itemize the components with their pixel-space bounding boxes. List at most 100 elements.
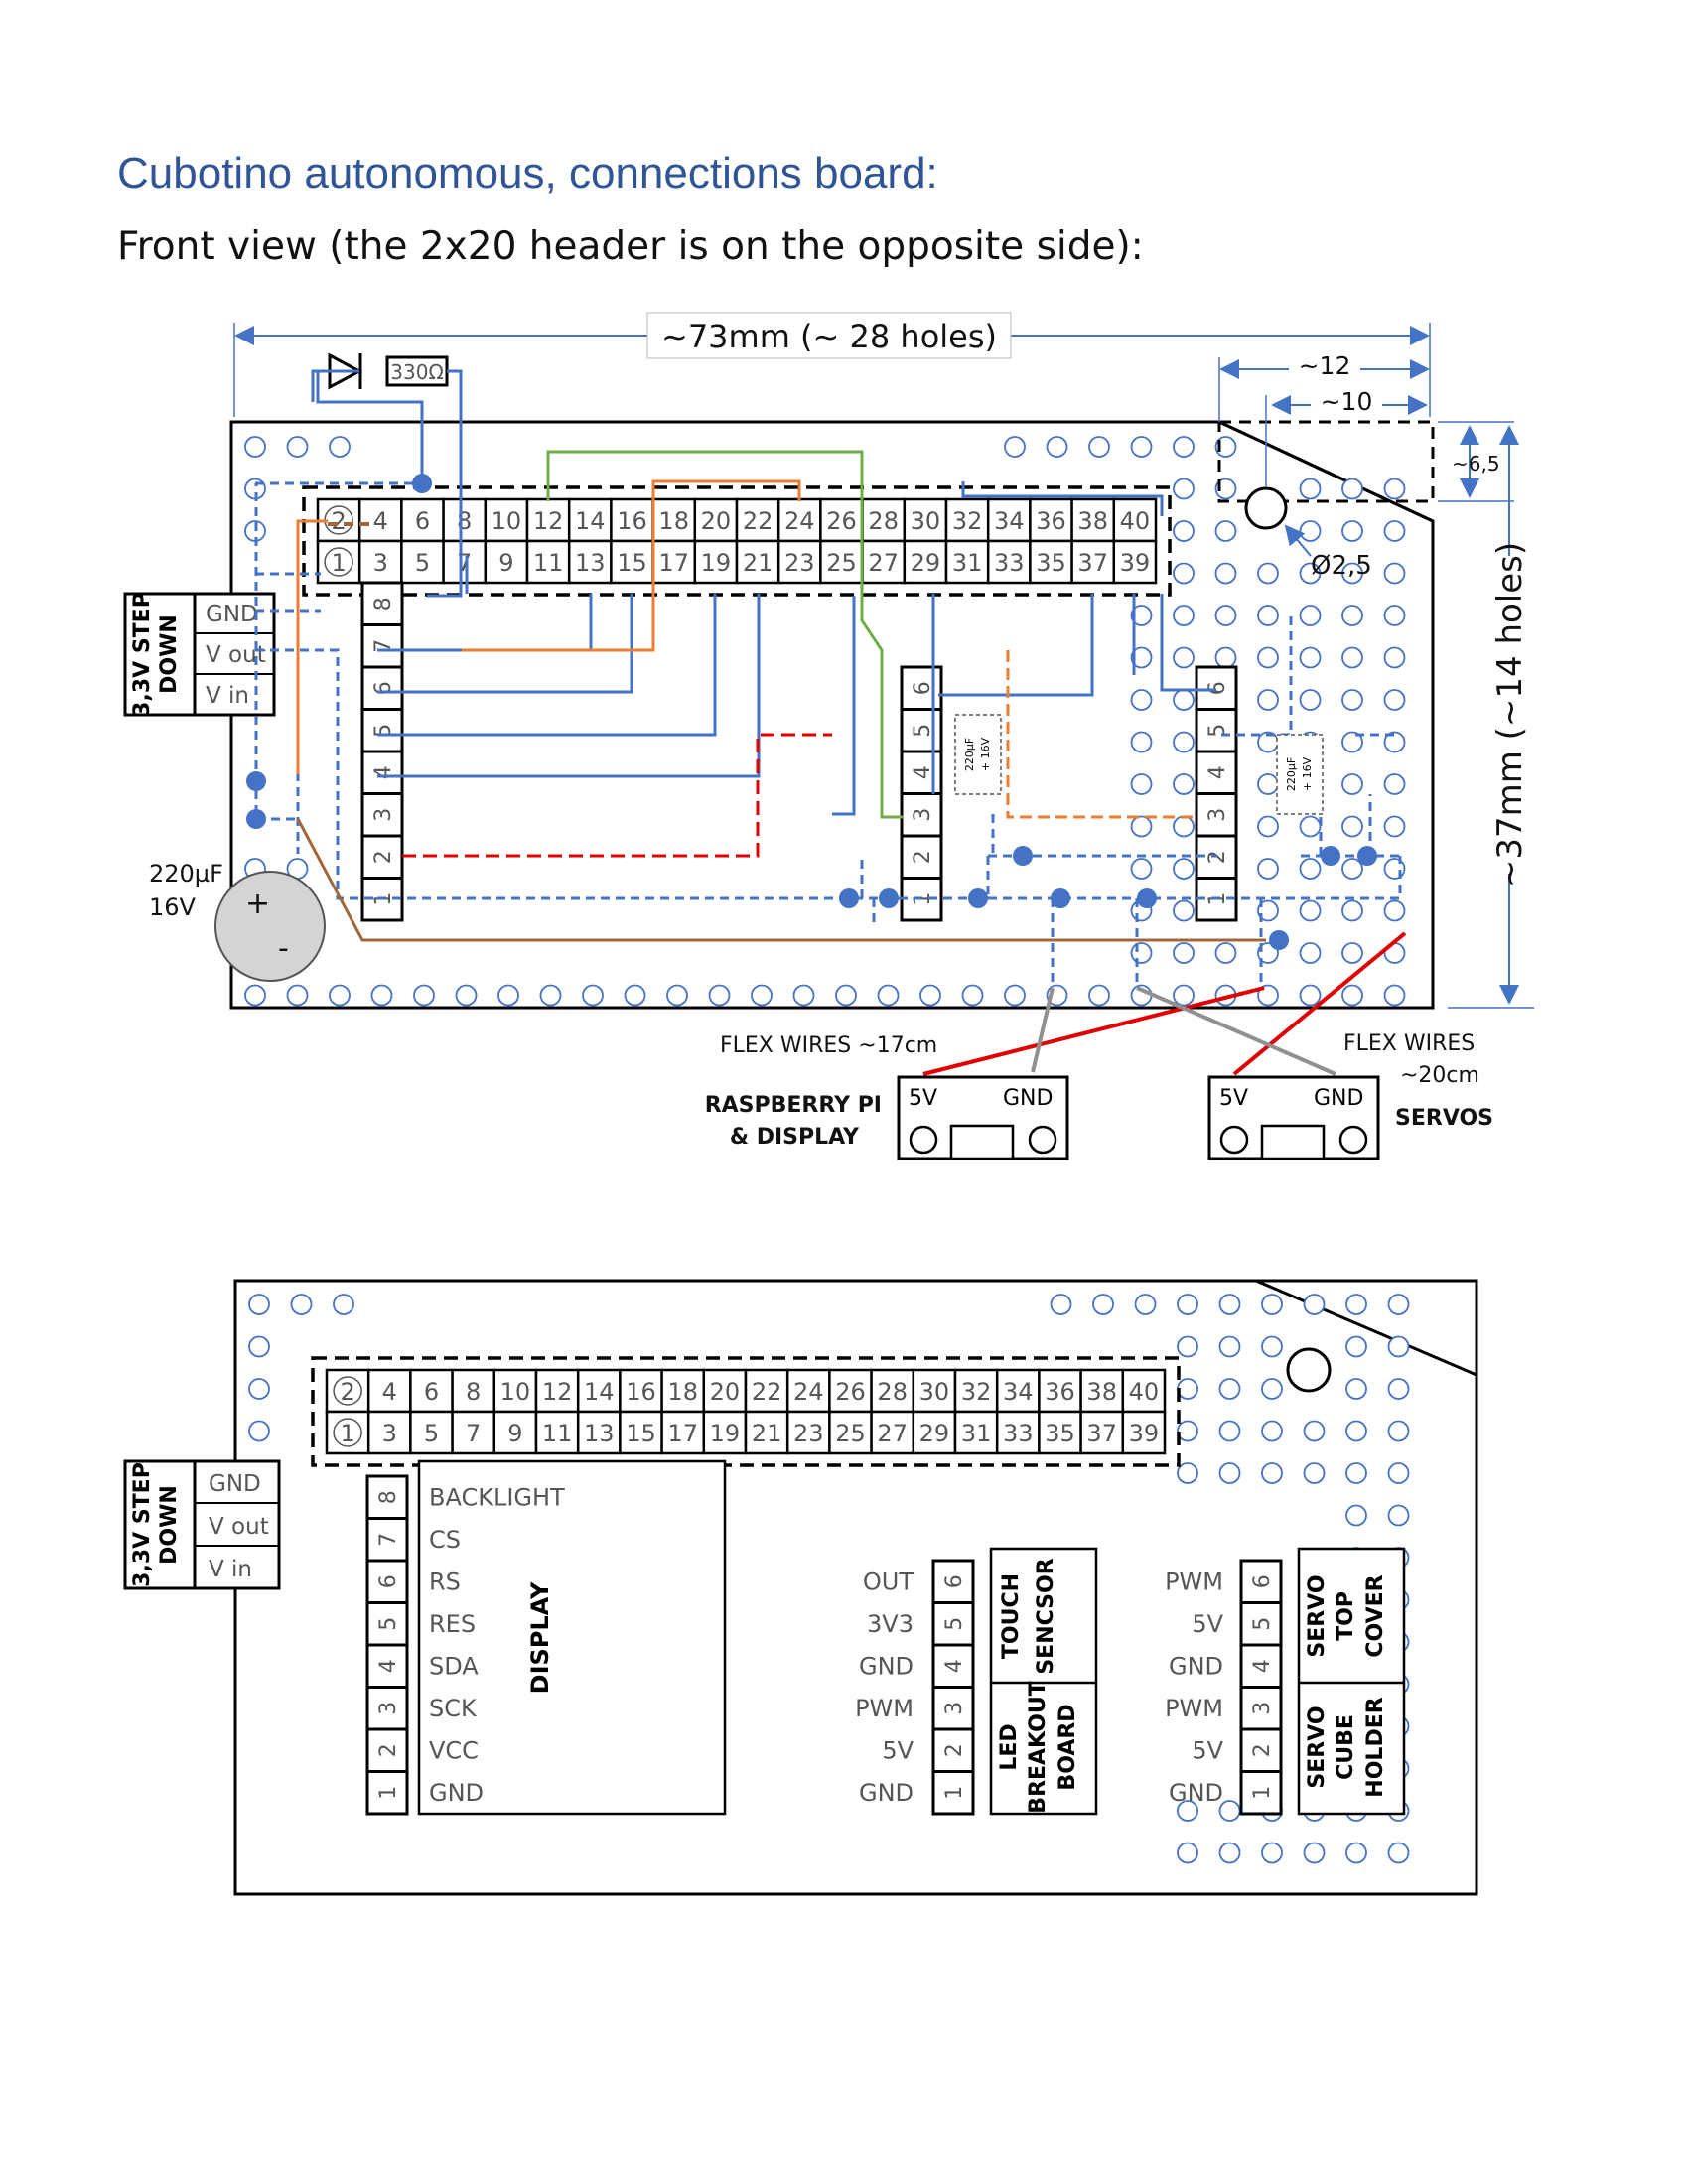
pcb-hole [244,984,266,1007]
bottom-touch-conn-pin [931,1559,975,1604]
top-header-outline [302,485,1172,597]
pcb-hole [1341,815,1363,838]
bottom-header-pin-label: 3 [382,1420,397,1447]
pcb-hole [1383,478,1406,500]
pcb-hole [666,984,688,1007]
bottom-header-pin-label: 31 [961,1420,992,1447]
pcb-hole [1218,1842,1241,1864]
pcb-hole [244,436,266,458]
pcb-hole [1173,478,1195,500]
pcb-hole [1214,646,1237,669]
top-header-pin-label: 28 [868,507,899,535]
pcb-hole [1387,1335,1410,1358]
top-servo-conn-pin-number: 4 [1205,765,1230,779]
junction-dot [1321,846,1340,866]
pcb-hole [1387,1842,1410,1864]
bottom-header-pin-label: 36 [1045,1378,1075,1406]
top-display-conn-pin [360,623,404,669]
bottom-display-conn-pin [365,1601,409,1647]
bottom-servo-conn-pin [1239,1601,1283,1647]
bottom-header-pin-label: 28 [877,1378,908,1406]
pcb-hole [1088,436,1110,458]
pcb-hole [835,984,857,1007]
top-servo-conn-pin-number: 3 [1205,808,1230,822]
pcb-hole [1050,1294,1072,1315]
pcb-hole [1130,436,1153,458]
display-pin-label: SCK [429,1695,478,1722]
top-display-conn-pin-number: 3 [371,808,396,822]
pcb-hole [919,984,941,1007]
pcb-hole [1383,646,1406,669]
top-header-pin-label: 38 [1077,507,1108,535]
bottom-touch-conn-pin-number: 5 [942,1617,967,1631]
pcb-hole [286,984,309,1007]
bottom-header-pin-label: 8 [466,1378,481,1406]
bottom-display-conn-pin-number: 7 [376,1533,401,1547]
top-servo-conn-pin-number: 6 [1205,681,1230,695]
pcb-hole [1173,605,1195,626]
pcb-hole [1299,858,1322,880]
bottom-display-conn-pin-number: 3 [376,1702,401,1715]
bottom-stepdown-vout: V out [209,1514,269,1540]
top-header-pin [1029,497,1073,543]
display-pin-label: RS [429,1568,461,1595]
junction-dot [968,888,988,908]
top-header-pin-label: 6 [415,507,430,535]
top-servo-conn-pin [1195,792,1238,838]
display-pin-label: VCC [429,1736,479,1764]
top-header-pin-label: 27 [868,549,899,577]
bottom-header-pin-label: 34 [1003,1378,1034,1406]
bottom-header-pin [702,1410,748,1455]
pcb-hole [1345,1378,1367,1400]
servo-pin-label: GND [1169,1652,1223,1680]
junction-dot [1051,888,1070,908]
pcb-hole [1299,646,1322,669]
pcb-hole [1257,689,1279,711]
top-header-pin-label: 1 [331,549,346,577]
pcb-hole [1341,858,1363,880]
bottom-display-conn-pin-number: 8 [376,1490,401,1504]
stepdown-title-1: 3,3V STEP [130,592,155,717]
pcb-hole [1214,562,1237,585]
pcb-hole [1173,899,1195,922]
bottom-mounting-hole [1286,1347,1332,1393]
top-header-pin [693,497,739,543]
junction-dot [879,888,899,908]
bottom-header-pin-label: 20 [710,1378,741,1406]
bottom-header-outline [311,1356,1181,1467]
pcb-hole [1257,899,1279,922]
top-servo-conn-pin [1195,665,1238,711]
mid-pin-label: 5V [882,1736,914,1764]
top-header-pin-label: 14 [575,507,606,535]
pcb-hole [1004,436,1026,458]
servo-pin-label: PWM [1165,1695,1223,1722]
top-header-pin [567,539,613,585]
top-header-pin-label: 11 [533,549,564,577]
top-header-pin-label: 18 [658,507,689,535]
bottom-header-pin-label: 21 [752,1420,782,1447]
top-header-pin-label: 40 [1120,507,1151,535]
bottom-header-pin-label: 39 [1129,1420,1160,1447]
top-display-conn-pin-number: 2 [371,850,396,864]
pcb-hole [1303,1842,1326,1864]
touch-label-1: TOUCH [999,1573,1024,1659]
pcb-hole [1387,1462,1410,1484]
pcb-hole [1299,520,1322,542]
top-header-pin-label: 30 [911,507,941,535]
bottom-header-pin-label: 32 [961,1378,992,1406]
bottom-touch-conn-pin-number: 2 [942,1743,967,1757]
pcb-hole [792,984,815,1007]
bottom-servo-conn-pin-number: 4 [1250,1659,1275,1673]
pcb-hole [1345,1420,1367,1442]
top-touch-conn-pin-number: 4 [911,765,935,779]
top-touch-conn-pin-number: 6 [911,681,935,695]
diode-resistor: 330Ω [328,352,449,390]
top-header-pin [484,539,529,585]
bottom-display-conn-pin [365,1559,409,1604]
pcb-hole [1130,942,1153,964]
bottom-header-pin-label: 6 [424,1378,439,1406]
junction-dot [1137,888,1157,908]
top-header-pin-label: 16 [617,507,647,535]
